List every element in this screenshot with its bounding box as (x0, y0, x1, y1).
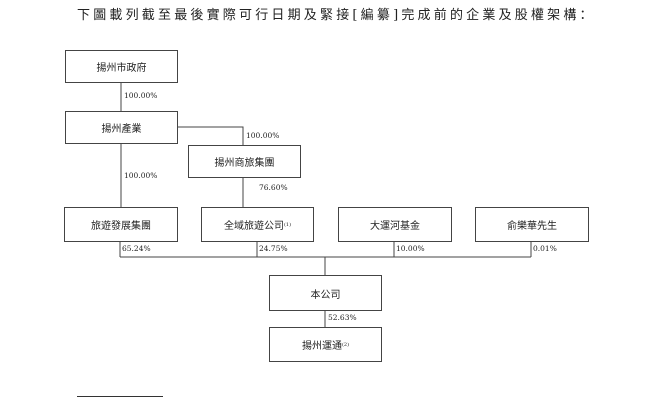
entity-grand-canal-fund: 大運河基金 (338, 207, 452, 242)
entity-label: 揚州市政府 (96, 63, 147, 74)
footnote-divider (77, 396, 163, 397)
entity-label: 俞樂華先生 (507, 221, 557, 232)
entity-quanyu-tourism: 全域旅遊公司(1) (201, 207, 314, 242)
entity-yangzhou-gov: 揚州市政府 (65, 50, 178, 83)
pct-industry-shanglv: 100.00% (246, 131, 280, 140)
entity-label: 大運河基金 (370, 221, 420, 232)
entity-label: 揚州運通 (301, 341, 342, 352)
pct-shanglv-quanyu: 76.60% (259, 183, 288, 192)
entity-yangzhou-yuntong: 揚州運通(2) (269, 327, 382, 362)
entity-shanglv-group: 揚州商旅集團 (188, 145, 301, 178)
entity-company: 本公司 (269, 275, 382, 311)
entity-label: 揚州商旅集團 (214, 158, 275, 169)
pct-quanyu-company: 24.75% (259, 244, 288, 253)
pct-company-yuntong: 52.63% (328, 313, 357, 322)
pct-fund-company: 10.00% (396, 244, 425, 253)
entity-label: 全域旅遊公司 (223, 221, 284, 232)
line-industry-shanglv (177, 126, 244, 145)
pct-industry-tourism: 100.00% (124, 171, 158, 180)
page-heading: 下圖載列截至最後實際可行日期及緊接[編纂]完成前的企業及股權架構： (77, 8, 596, 23)
entity-label: 旅遊發展集團 (91, 221, 151, 232)
entity-label: 本公司 (310, 289, 341, 301)
footnote-marker: (2) (341, 341, 350, 348)
entity-label: 揚州產業 (101, 124, 142, 135)
entity-yu-lehua: 俞樂華先生 (475, 207, 589, 242)
pct-yu-company: 0.01% (533, 244, 557, 253)
footnote-marker: (1) (283, 221, 292, 228)
entity-yangzhou-industry: 揚州產業 (65, 111, 178, 144)
entity-tourism-dev: 旅遊發展集團 (64, 207, 178, 242)
pct-gov-industry: 100.00% (124, 91, 158, 100)
pct-tourism-company: 65.24% (122, 244, 151, 253)
